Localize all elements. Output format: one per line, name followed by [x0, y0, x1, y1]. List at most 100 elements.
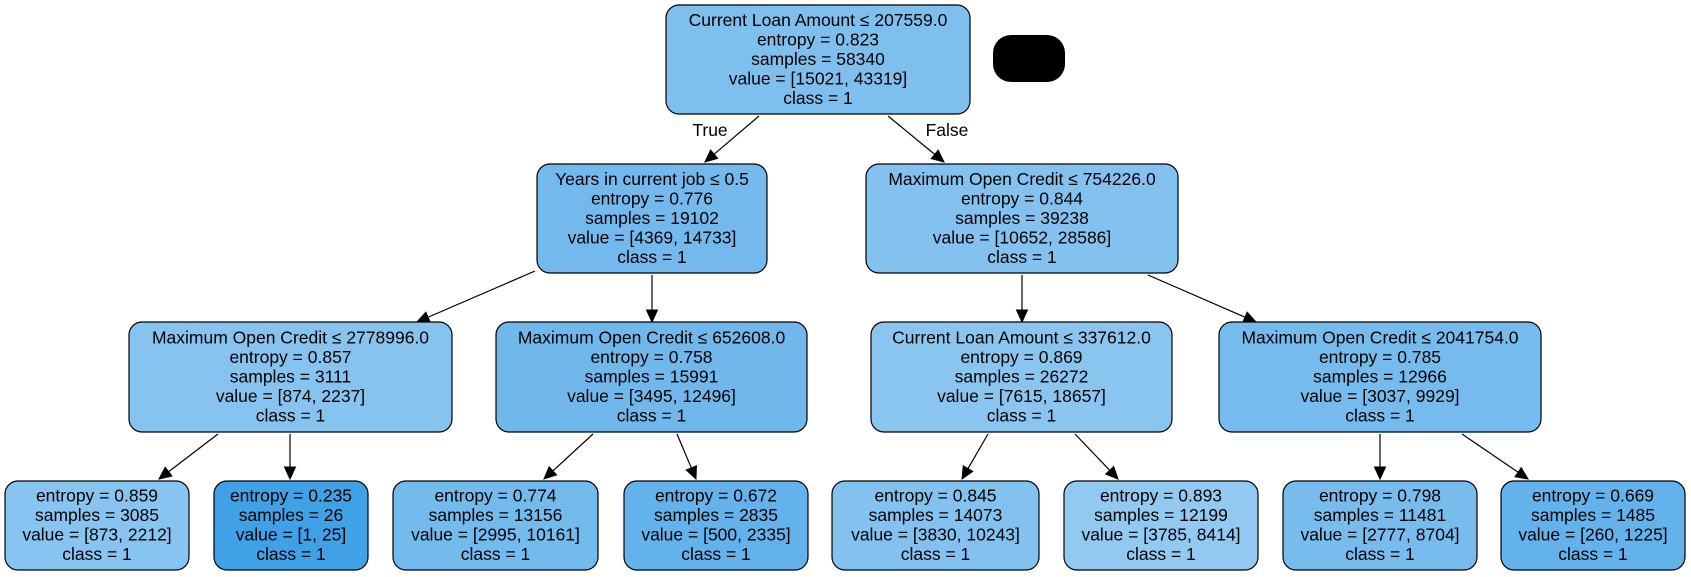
- node-text-line: value = [15021, 43319]: [729, 68, 908, 88]
- node-box: [392, 480, 599, 571]
- edge-n1-n3: [415, 270, 536, 323]
- node-box: [831, 480, 1040, 571]
- arrowhead-icon: [1242, 311, 1258, 323]
- edge-n1-n4: [645, 275, 659, 324]
- node-text-line: value = [873, 2212]: [22, 525, 171, 545]
- node-text-line: class = 1: [901, 544, 971, 564]
- node-box: [213, 480, 369, 571]
- edge-root-n1: True: [692, 115, 760, 163]
- edge-line: [1074, 433, 1111, 471]
- edge-line: [713, 115, 760, 155]
- node-text-line: value = [3495, 12496]: [567, 386, 736, 406]
- arrowhead-icon: [930, 149, 945, 163]
- arrowhead-icon: [704, 149, 719, 163]
- edge-n5-n11: [961, 433, 989, 481]
- node-box: [1218, 321, 1542, 433]
- edge-n6-n13: [1373, 434, 1387, 481]
- arrowhead-icon: [158, 466, 173, 480]
- node-box: [1500, 480, 1686, 571]
- node-text-line: entropy = 0.235: [230, 486, 352, 506]
- edge-n2-n6: [1147, 274, 1258, 323]
- node-box: [495, 321, 808, 433]
- node-text-line: value = [260, 1225]: [1518, 525, 1667, 545]
- edge-line: [1461, 433, 1519, 473]
- node-text-line: samples = 14073: [869, 505, 1003, 525]
- node-text-line: value = [500, 2335]: [641, 525, 790, 545]
- node-text-line: class = 1: [617, 247, 687, 267]
- arrowhead-icon: [1104, 465, 1119, 480]
- node-text-line: class = 1: [62, 544, 132, 564]
- node-text-line: Maximum Open Credit ≤ 754226.0: [888, 169, 1156, 189]
- node-text-line: class = 1: [617, 405, 687, 425]
- node-text-line: class = 1: [1126, 544, 1196, 564]
- node-text-line: class = 1: [1345, 544, 1415, 564]
- node-box: [870, 321, 1173, 433]
- node-text-line: samples = 15991: [585, 366, 719, 386]
- edge-n3-n8: [283, 434, 297, 481]
- arrowhead-icon: [283, 466, 297, 481]
- node-text-line: samples = 11481: [1314, 505, 1446, 525]
- edge-line: [676, 433, 692, 469]
- edge-line: [427, 270, 536, 318]
- node-text-line: entropy = 0.669: [1532, 486, 1654, 506]
- node-text-line: value = [1, 25]: [236, 525, 346, 545]
- arrowhead-icon: [1373, 466, 1387, 481]
- arrowhead-icon: [645, 309, 659, 324]
- node-text-line: Years in current job ≤ 0.5: [555, 169, 749, 189]
- node-box: [665, 4, 971, 115]
- node-text-line: class = 1: [1345, 405, 1415, 425]
- node-text-line: value = [2777, 8704]: [1300, 525, 1459, 545]
- node-text-line: samples = 12199: [1094, 505, 1228, 525]
- node-box: [1063, 480, 1259, 571]
- node-text-line: entropy = 0.844: [961, 188, 1083, 208]
- arrowhead-icon: [415, 311, 431, 323]
- node-text-line: class = 1: [783, 88, 853, 108]
- edge-line: [887, 115, 936, 155]
- node-text-line: entropy = 0.798: [1319, 486, 1441, 506]
- node-box: [1282, 480, 1478, 571]
- node-text-line: samples = 2835: [654, 505, 778, 525]
- node-text-line: entropy = 0.776: [591, 188, 713, 208]
- edge-n5-n12: [1074, 433, 1119, 480]
- node-text-line: value = [874, 2237]: [216, 386, 365, 406]
- node-text-line: value = [3785, 8414]: [1081, 525, 1240, 545]
- node-box: [128, 321, 453, 433]
- arrowhead-icon: [1514, 466, 1529, 480]
- node-text-line: samples = 3111: [230, 366, 351, 386]
- node-text-line: class = 1: [681, 544, 751, 564]
- edge-root-n2: False: [887, 115, 969, 163]
- node-text-line: value = [4369, 14733]: [568, 227, 737, 247]
- legend-blob: [993, 35, 1065, 82]
- node-text-line: samples = 58340: [751, 49, 885, 69]
- arrowhead-icon: [685, 465, 697, 481]
- node-text-line: value = [7615, 18657]: [937, 386, 1106, 406]
- node-text-line: value = [3037, 9929]: [1300, 386, 1459, 406]
- edge-n4-n10: [676, 433, 697, 481]
- edge-line: [168, 433, 219, 473]
- node-box: [4, 480, 190, 571]
- node-text-line: entropy = 0.869: [960, 347, 1082, 367]
- node-text-line: samples = 26272: [955, 366, 1089, 386]
- node-text-line: samples = 13156: [429, 505, 563, 525]
- arrowhead-icon: [1015, 309, 1029, 324]
- node-text-line: samples = 12966: [1313, 366, 1447, 386]
- edge-label: True: [692, 120, 727, 140]
- arrowhead-icon: [543, 465, 558, 480]
- node-text-line: value = [3830, 10243]: [851, 525, 1020, 545]
- node-text-line: class = 1: [987, 405, 1057, 425]
- edge-n2-n5: [1015, 275, 1029, 324]
- node-text-line: entropy = 0.823: [757, 29, 879, 49]
- edge-label: False: [926, 120, 969, 140]
- node-text-line: entropy = 0.758: [590, 347, 712, 367]
- node-text-line: Current Loan Amount ≤ 207559.0: [689, 10, 948, 30]
